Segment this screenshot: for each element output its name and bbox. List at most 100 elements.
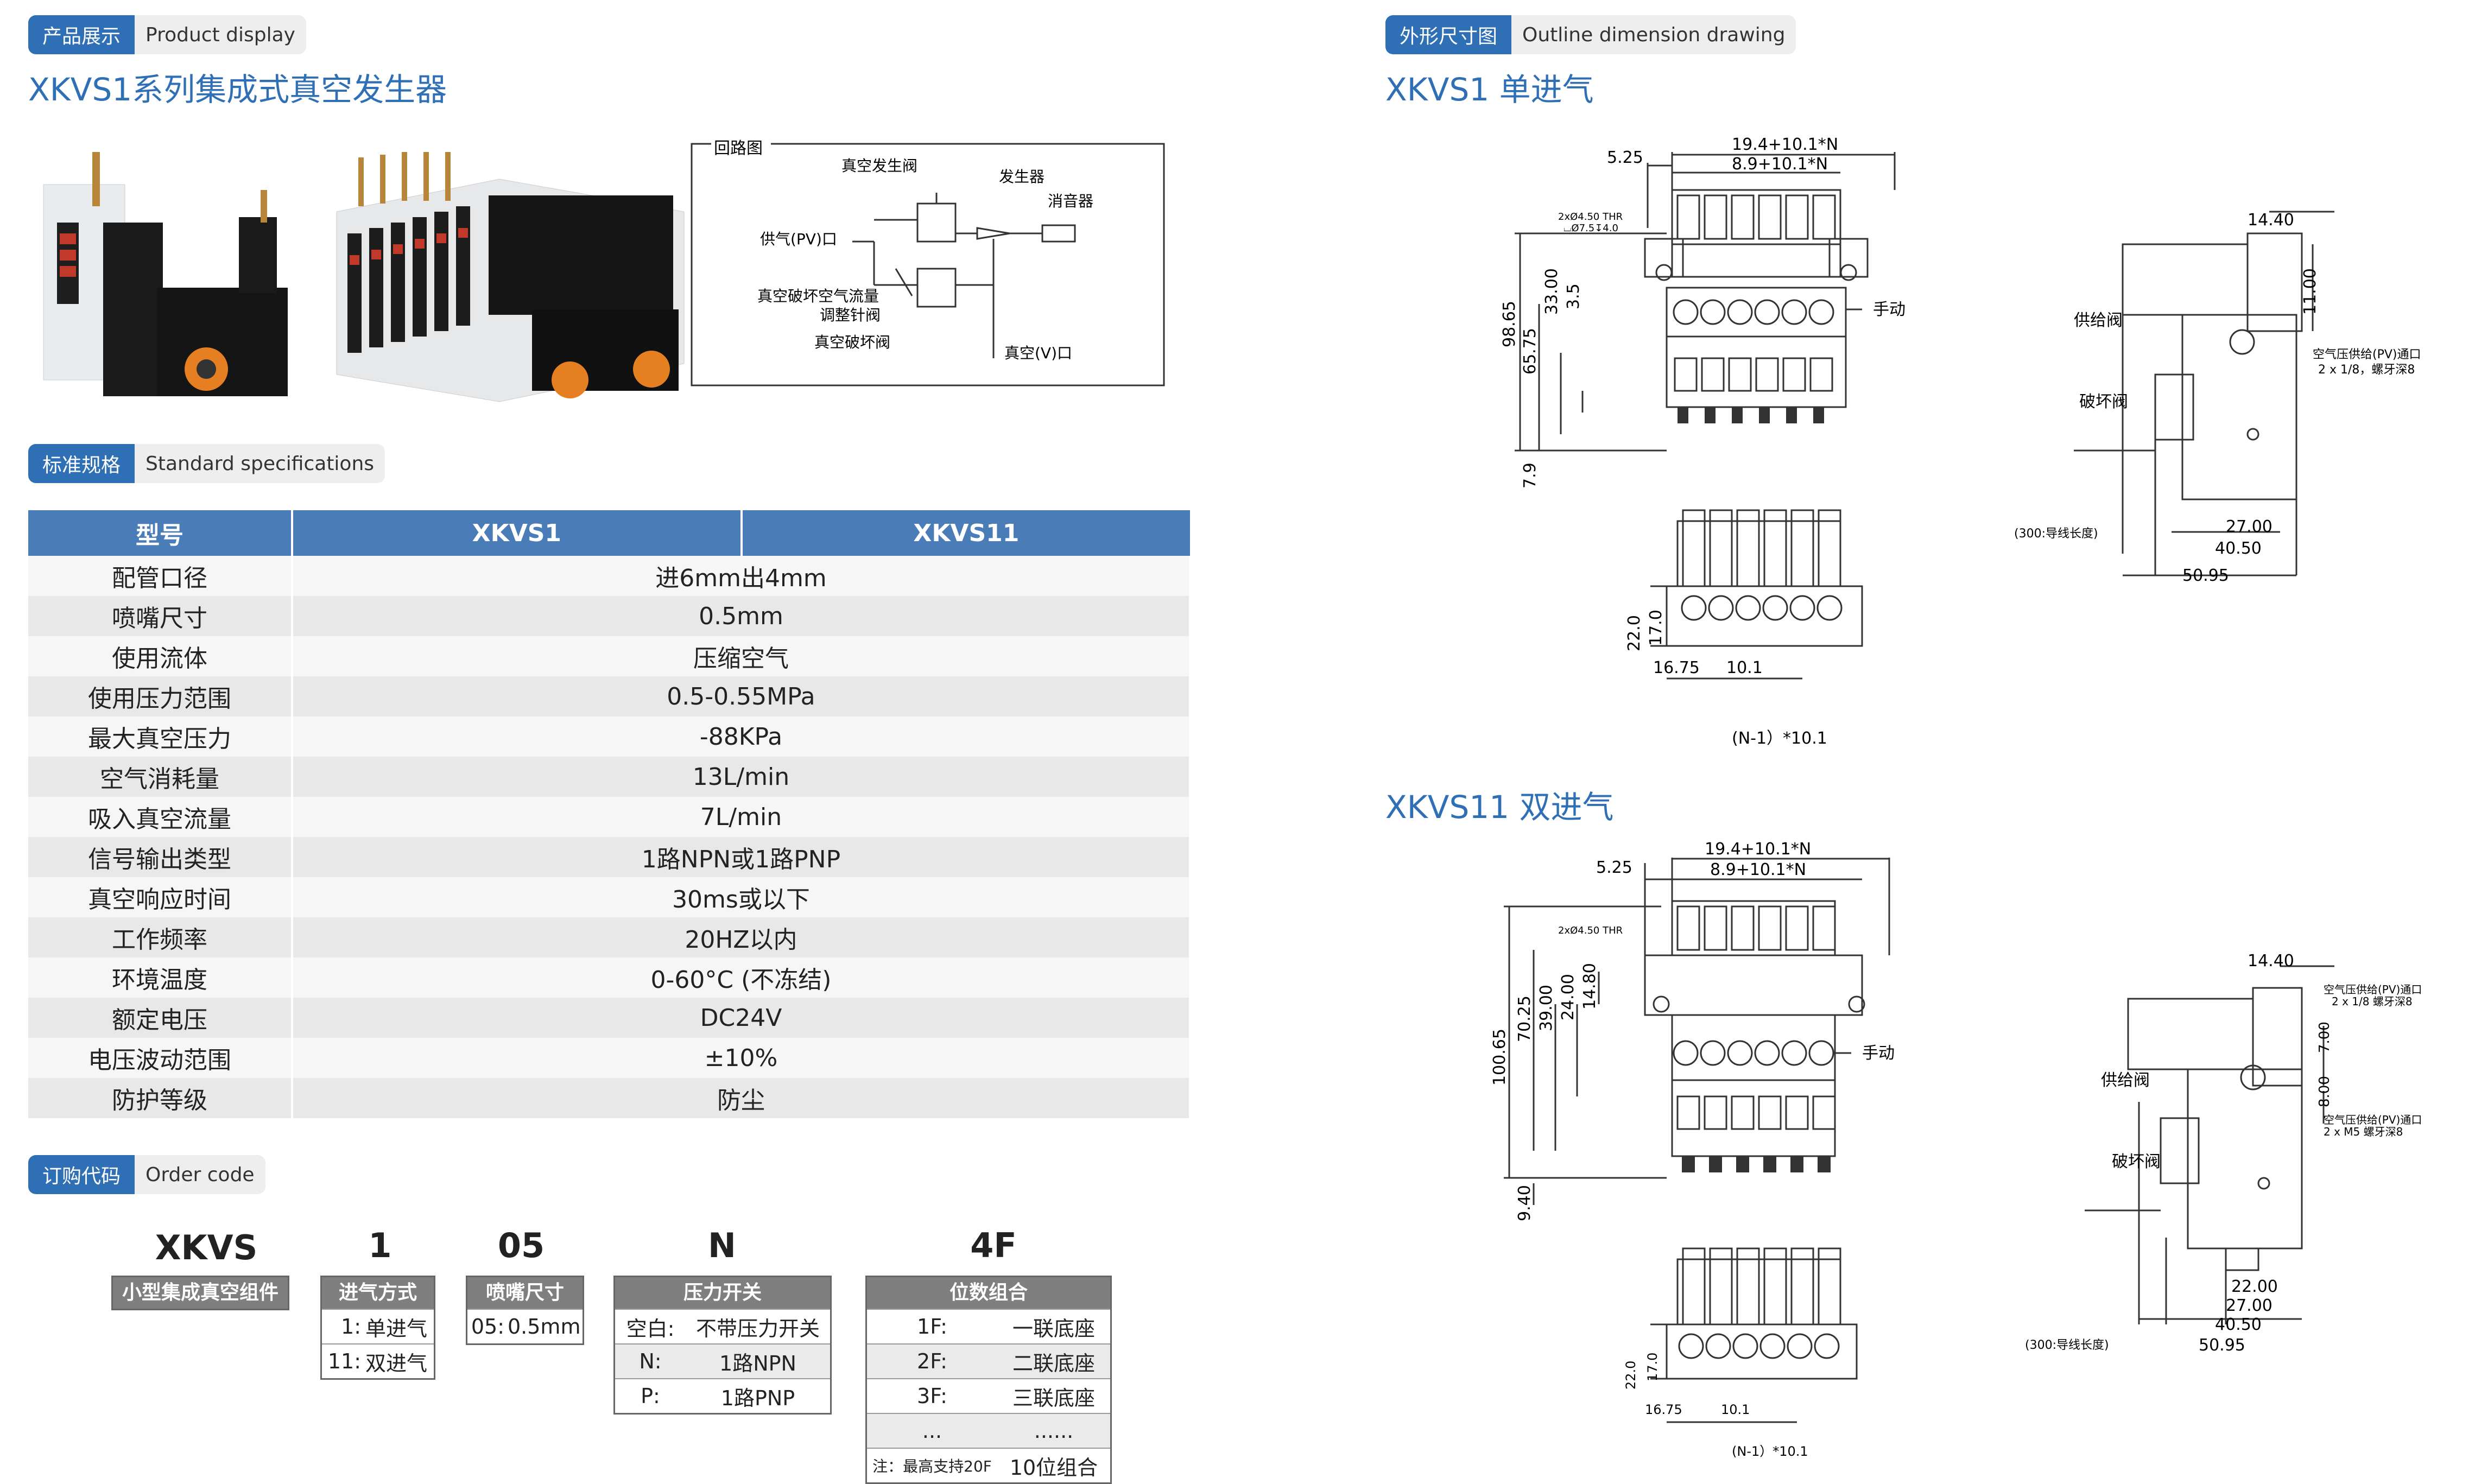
spec-header: 型号	[28, 510, 293, 556]
dim-hole2: ⌴Ø7.5↧4.0	[1564, 223, 1618, 234]
product-title: XKVS1系列集成式真空发生器	[28, 71, 447, 108]
circuit-label-needle: 调整针阀	[820, 306, 881, 324]
side-s4: 40.50	[2215, 539, 2262, 558]
series-box: 小型集成真空组件	[111, 1276, 289, 1310]
spec-name: 防护等级	[28, 1078, 293, 1118]
dim-d1: 19.4+10.1*N	[1705, 840, 1811, 859]
list-item: 1F:一联底座	[867, 1309, 1110, 1343]
list-item: N:1路NPN	[615, 1343, 830, 1378]
port-b-label2: 2 x M5 螺牙深8	[2324, 1125, 2403, 1138]
spec-name: 真空响应时间	[28, 877, 293, 917]
table-row: 使用流体压缩空气	[28, 636, 1192, 676]
side-s2: 7.00	[2316, 1022, 2333, 1053]
port-a-label: 空气压供给(PV)通口	[2324, 983, 2422, 996]
dim-b1: 22.0	[1625, 615, 1644, 651]
spec-name: 额定电压	[28, 998, 293, 1038]
code-inlet: 1	[368, 1226, 392, 1265]
circuit-label-generator: 发生器	[999, 168, 1045, 186]
side-s1: 14.40	[2248, 211, 2294, 230]
side-s1: 14.40	[2248, 952, 2294, 971]
spec-value: 0-60°C (不冻结)	[292, 957, 1192, 998]
dim-d2: 8.9+10.1*N	[1732, 155, 1828, 174]
list-item: 05:0.5mm	[467, 1309, 583, 1343]
outline-tag: 外形尺寸图 Outline dimension drawing	[1385, 15, 1796, 54]
spec-value: DC24V	[292, 998, 1192, 1038]
table-row: 防护等级防尘	[28, 1078, 1192, 1118]
switch-box: 压力开关 空白:不带压力开关 N:1路NPN P:1路PNP	[613, 1276, 832, 1415]
drawing1-title: XKVS1 单进气	[1385, 71, 1594, 108]
port-b-label: 空气压供给(PV)通口	[2324, 1113, 2422, 1126]
table-row: 最大真空压力-88KPa	[28, 716, 1192, 757]
circuit-diagram: 回路图 真空发生阀 发生器 消音器 供气(PV)口 真空破坏空气流量 调整针阀 …	[691, 138, 1165, 386]
port-label2: 2 x 1/8，螺牙深8	[2318, 363, 2415, 377]
product-photo-single	[43, 152, 288, 396]
supply-label: 供给阀	[2074, 311, 2123, 330]
tag-en: Order code	[135, 1155, 265, 1194]
dim-v6: 9.40	[1515, 1185, 1534, 1221]
list-item: 11:双进气	[322, 1343, 434, 1378]
side-s5: 50.95	[2182, 566, 2229, 585]
spec-name: 环境温度	[28, 957, 293, 998]
circuit-label-supply: 供气(PV)口	[760, 230, 837, 248]
spec-value: -88KPa	[292, 716, 1192, 757]
spec-name: 使用压力范围	[28, 676, 293, 716]
dim-v5: 7.9	[1521, 462, 1540, 489]
drawing1-front-view: 19.4+10.1*N 8.9+10.1*N 5.25 2xØ4.50 THR …	[1500, 135, 1906, 748]
spec-value: 0.5-0.55MPa	[292, 676, 1192, 716]
tag-cn: 订购代码	[28, 1155, 135, 1194]
port-a-label2: 2 x 1/8 螺牙深8	[2332, 995, 2413, 1008]
dim-b2: 17.0	[1645, 1353, 1660, 1381]
dim-v4: 3.5	[1564, 283, 1583, 309]
nozzle-box: 喷嘴尺寸 05:0.5mm	[466, 1276, 584, 1345]
dim-d3: 5.25	[1607, 148, 1643, 167]
spec-header-row: 型号 XKVS1 XKVS11	[28, 510, 1190, 556]
spec-name: 喷嘴尺寸	[28, 596, 293, 636]
drawing2-title: XKVS11 双进气	[1385, 789, 1614, 826]
dim-v1: 100.65	[1490, 1029, 1509, 1086]
list-item: 3F:三联底座	[867, 1378, 1110, 1413]
dim-hole: 2xØ4.50 THR	[1558, 925, 1623, 936]
side-s2: 11.00	[2301, 268, 2320, 315]
circuit-label-flow: 真空破坏空气流量	[757, 287, 879, 305]
spec-value: 防尘	[292, 1078, 1192, 1118]
order-tag: 订购代码 Order code	[28, 1155, 265, 1194]
circuit-label-breaker: 真空破坏阀	[814, 333, 890, 351]
code-switch: N	[708, 1226, 736, 1265]
dim-v3: 33.00	[1542, 268, 1561, 315]
manual-label: 手动	[1873, 300, 1906, 319]
tag-en: Product display	[135, 15, 306, 54]
tag-cn: 标准规格	[28, 444, 135, 483]
circuit-title: 回路图	[714, 139, 763, 158]
dim-v2: 70.25	[1515, 995, 1534, 1042]
spec-name: 吸入真空流量	[28, 797, 293, 837]
inlet-title: 进气方式	[322, 1277, 434, 1309]
manual-label: 手动	[1862, 1044, 1895, 1063]
port-label: 空气压供给(PV)通口	[2313, 348, 2421, 362]
product-photo-manifold	[336, 152, 685, 402]
dim-d3: 5.25	[1596, 858, 1632, 877]
spec-value: ±10%	[292, 1038, 1192, 1078]
spec-header: XKVS1	[292, 510, 743, 556]
spec-name: 配管口径	[28, 556, 293, 596]
spec-header: XKVS11	[741, 510, 1190, 556]
nozzle-title: 喷嘴尺寸	[467, 1277, 583, 1309]
dim-d2: 8.9+10.1*N	[1710, 860, 1806, 879]
code-nozzle: 05	[497, 1226, 545, 1265]
dim-b4: 10.1	[1726, 658, 1763, 677]
dim-b3: 16.75	[1645, 1402, 1682, 1417]
drawing2-front-view: 19.4+10.1*N 8.9+10.1*N 5.25 2xØ4.50 THR …	[1490, 840, 1895, 1459]
spec-name: 使用流体	[28, 636, 293, 676]
tag-cn: 外形尺寸图	[1385, 15, 1512, 54]
side-s7: 50.95	[2199, 1336, 2245, 1355]
spec-value: 1路NPN或1路PNP	[292, 837, 1192, 877]
list-item: 空白:不带压力开关	[615, 1309, 830, 1343]
series-label: 小型集成真空组件	[113, 1277, 288, 1309]
dim-b2: 17.0	[1647, 610, 1666, 646]
tag-cn: 产品展示	[28, 15, 135, 54]
drawing2-side-view: 14.40 7.00 8.00 供给阀 破坏阀 空气压供给(PV)通口 2 x …	[2025, 952, 2422, 1355]
spec-value: 压缩空气	[292, 636, 1192, 676]
